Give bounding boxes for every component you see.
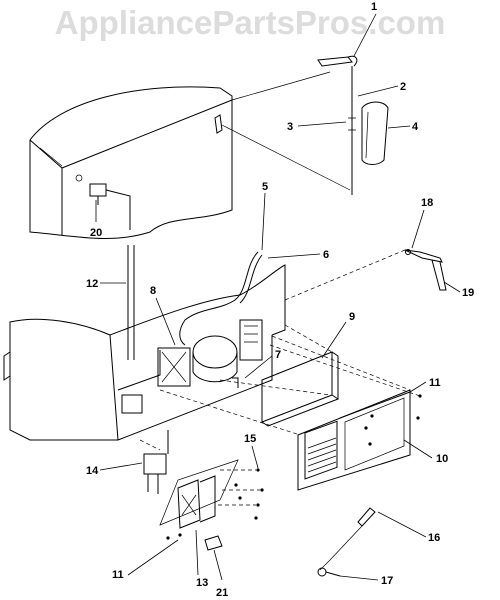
part-13-bracket <box>159 459 239 529</box>
part-14-relay <box>143 430 169 494</box>
callout-14: 14 <box>86 465 99 477</box>
part-4-sleeve <box>361 101 389 165</box>
part-10-grille <box>297 389 411 491</box>
part-16-clip <box>357 507 376 527</box>
callout-9: 9 <box>349 311 355 323</box>
condenser-area <box>157 319 263 387</box>
explosion-guides <box>139 324 421 451</box>
cabinet-top-section <box>29 86 233 239</box>
part-6-tubing <box>179 251 263 346</box>
alignment-line <box>221 124 351 191</box>
callout-6: 6 <box>323 249 329 261</box>
part-17-clip <box>317 567 341 577</box>
callout-7: 7 <box>275 349 281 361</box>
callout-5: 5 <box>262 181 268 193</box>
callout-21: 21 <box>216 587 228 599</box>
callout-13: 13 <box>196 577 208 589</box>
part-20-valve <box>89 183 131 230</box>
part-12-tube <box>127 245 135 360</box>
part-15-screws <box>166 468 264 540</box>
callout-2: 2 <box>400 81 406 93</box>
callout-18: 18 <box>421 197 433 209</box>
grille-screws <box>364 394 422 446</box>
callout-4: 4 <box>412 121 419 133</box>
part-1-fill-tube <box>317 55 358 67</box>
part-21-clip <box>204 535 223 551</box>
callout-20: 20 <box>90 227 102 239</box>
callout-1: 1 <box>371 1 377 13</box>
callout-15: 15 <box>244 433 256 445</box>
part-7-screw <box>232 377 239 388</box>
callout-10: 10 <box>436 453 448 465</box>
callout-11a: 11 <box>429 377 441 389</box>
callout-17: 17 <box>381 575 393 587</box>
cabinet-lower-section <box>3 264 286 441</box>
callout-3: 3 <box>287 121 293 133</box>
leader-lines <box>95 13 461 581</box>
callouts: 1 2 3 4 5 6 7 8 9 10 11 11 12 13 14 15 1… <box>86 1 474 599</box>
callout-8: 8 <box>150 285 156 297</box>
callout-19: 19 <box>462 287 474 299</box>
callout-12: 12 <box>86 278 98 290</box>
part-18-19-bracket <box>404 249 447 291</box>
watermark-logo: AppliancePartsPros.com <box>54 4 446 41</box>
callout-11b: 11 <box>112 569 124 581</box>
callout-16: 16 <box>428 532 440 544</box>
part-9-panel <box>261 351 339 427</box>
